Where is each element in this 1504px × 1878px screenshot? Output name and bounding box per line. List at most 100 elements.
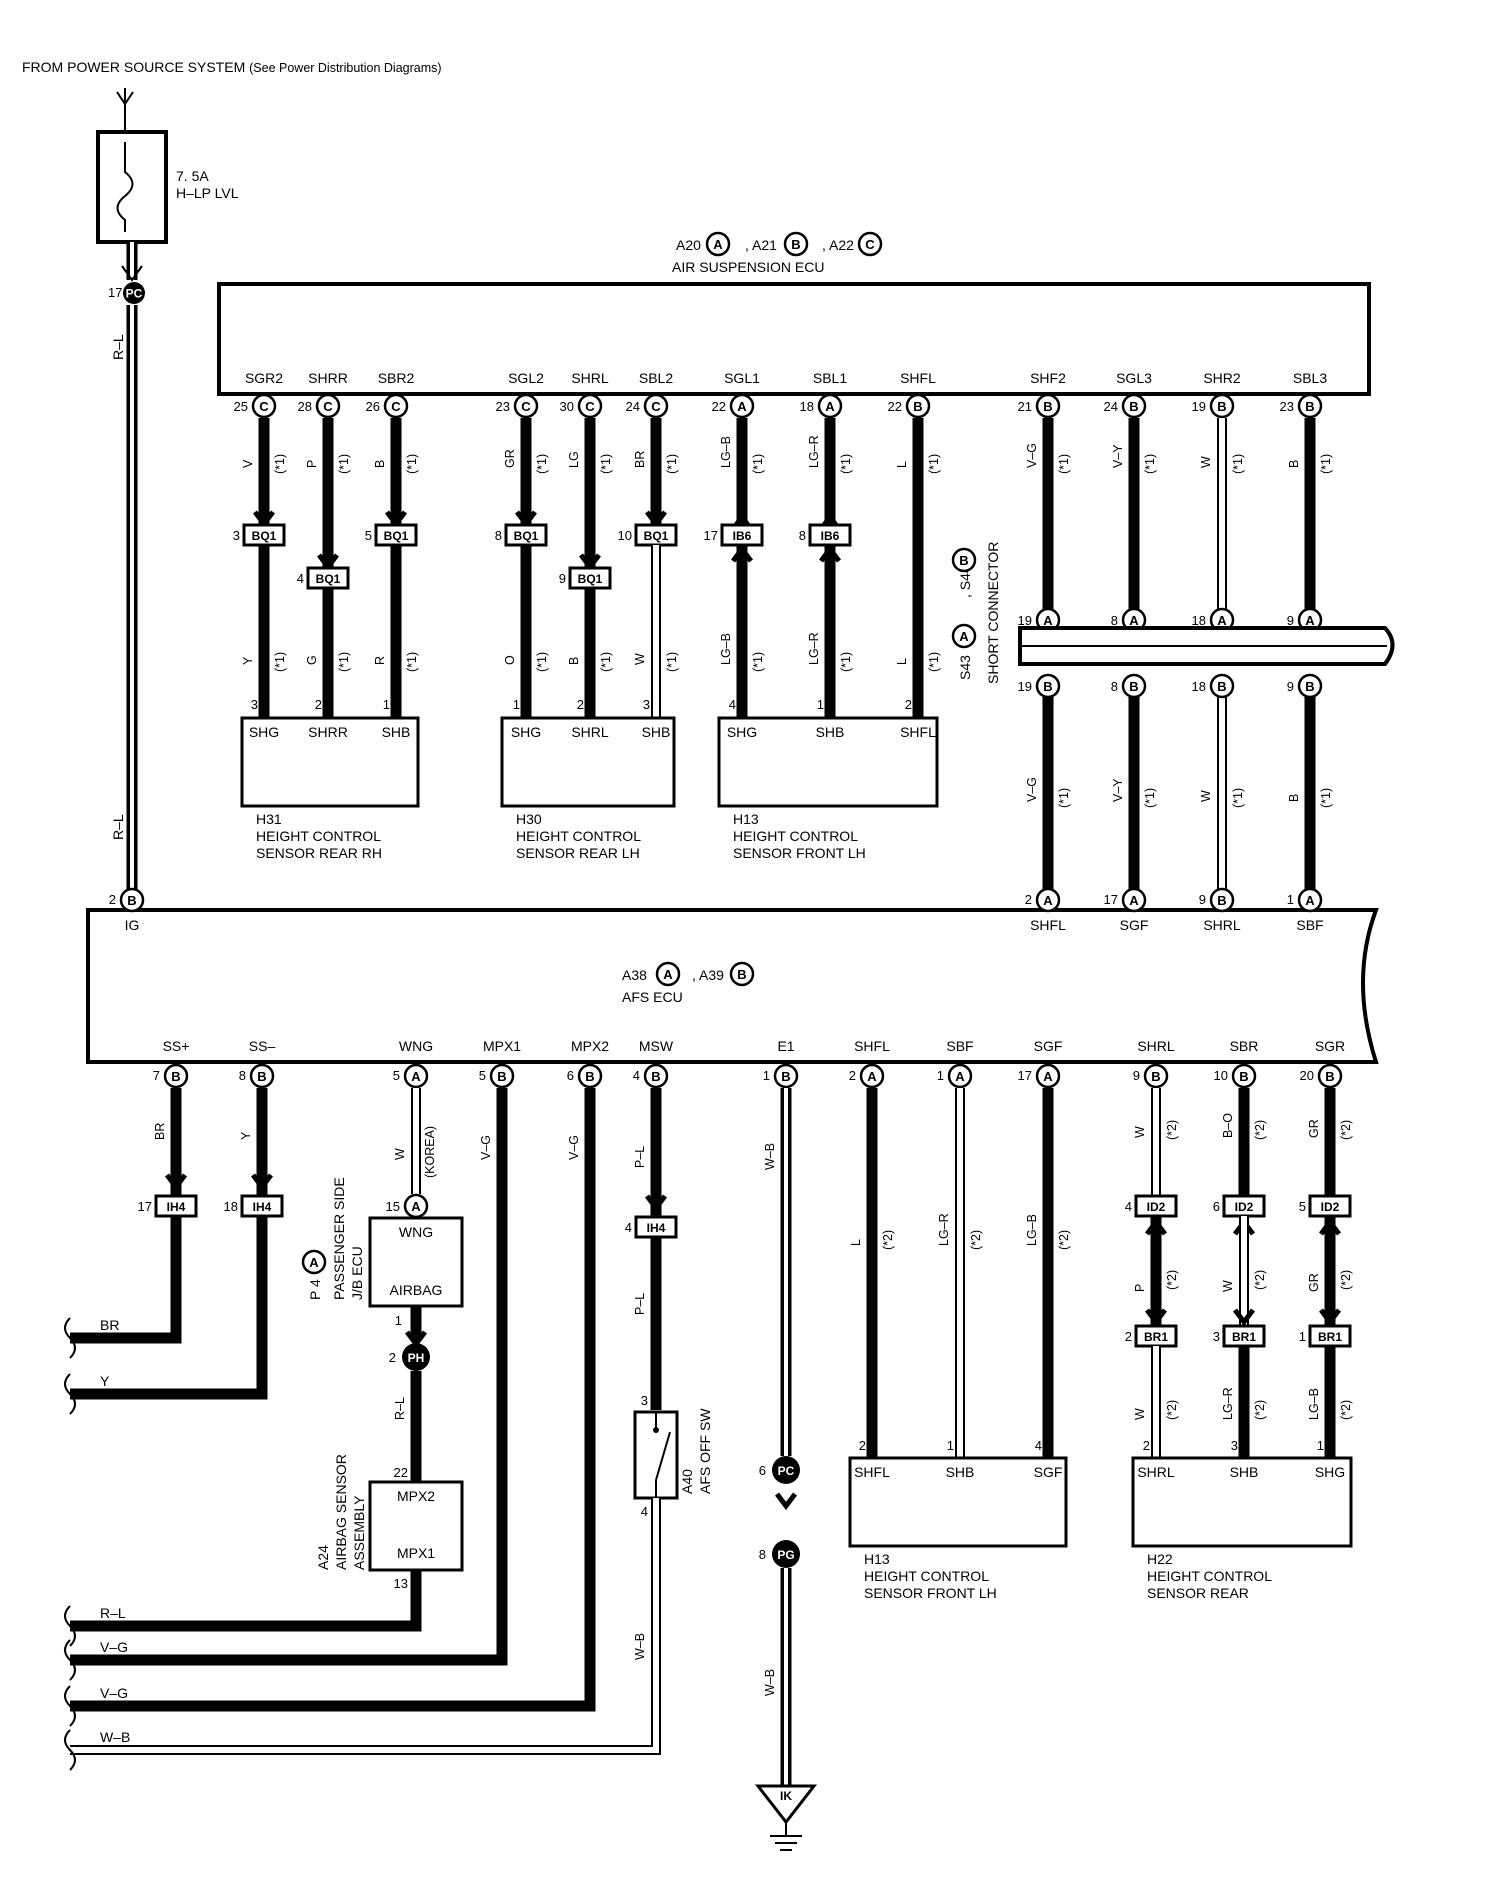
svg-text:2: 2 <box>1143 1438 1150 1453</box>
sensor-h22-lower <box>1131 1456 1353 1548</box>
afs-bottom-pin <box>249 1063 275 1089</box>
svg-text:C: C <box>323 399 333 414</box>
sensor-id: H31 <box>256 811 282 827</box>
terminal-sgr: SGR <box>1315 1038 1345 1054</box>
svg-text:(*1): (*1) <box>927 454 941 474</box>
switch-id: A40 <box>679 1469 695 1494</box>
svg-text:A: A <box>867 1069 877 1084</box>
svg-text:18: 18 <box>1192 613 1206 628</box>
svg-text:(KOREA): (KOREA) <box>423 1126 437 1178</box>
svg-text:C: C <box>391 399 401 414</box>
terminal-shfl: SHFL <box>1030 917 1066 933</box>
terminal-msw: MSW <box>639 1038 674 1054</box>
wire-color-label: W <box>393 1148 407 1160</box>
svg-text:A: A <box>1043 613 1053 628</box>
svg-text:15: 15 <box>386 1199 400 1214</box>
svg-text:8: 8 <box>799 528 806 543</box>
svg-text:8: 8 <box>1111 613 1118 628</box>
svg-text:(*1): (*1) <box>337 454 351 474</box>
afs-top-pin <box>1035 887 1061 913</box>
wire-color-label: GR <box>1307 1119 1321 1138</box>
terminal-ss-minus: SS– <box>249 1038 276 1054</box>
short-connector-ids: S43 <box>957 655 973 680</box>
terminal-sgl1: SGL1 <box>724 370 760 386</box>
svg-text:5: 5 <box>1299 1199 1306 1214</box>
svg-text:A: A <box>663 967 673 982</box>
svg-text:A: A <box>713 237 723 252</box>
wire-color-label: B <box>1287 794 1301 802</box>
svg-text:SENSOR REAR: SENSOR REAR <box>1147 1585 1249 1601</box>
svg-text:(*1): (*1) <box>1143 788 1157 808</box>
wire-color-label: O <box>503 655 517 665</box>
svg-text:SHB: SHB <box>1230 1464 1259 1480</box>
svg-text:23: 23 <box>496 399 510 414</box>
svg-text:5: 5 <box>479 1068 486 1083</box>
connector-pin-circle <box>383 393 409 419</box>
svg-text:4: 4 <box>297 571 304 586</box>
connector-pin-circle <box>513 393 539 419</box>
svg-text:4: 4 <box>1125 1199 1132 1214</box>
afs-bottom-pin <box>1143 1063 1169 1089</box>
switch-icon <box>655 1431 671 1481</box>
svg-text:HEIGHT CONTROL: HEIGHT CONTROL <box>733 828 858 844</box>
svg-text:HEIGHT CONTROL: HEIGHT CONTROL <box>516 828 641 844</box>
terminal-sgf: SGF <box>1034 1038 1063 1054</box>
svg-text:B: B <box>1305 399 1314 414</box>
svg-text:9: 9 <box>1199 892 1206 907</box>
wire-color-label: BR <box>153 1123 167 1140</box>
terminal-shrl: SHRL <box>571 370 609 386</box>
svg-text:(*1): (*1) <box>1319 454 1333 474</box>
svg-text:IB6: IB6 <box>821 529 840 543</box>
svg-text:28: 28 <box>298 399 312 414</box>
wire-color-label: B–O <box>1221 1113 1235 1138</box>
svg-text:17: 17 <box>138 1199 152 1214</box>
short-connector-title: SHORT CONNECTOR <box>985 542 1001 684</box>
wire-color-label: LG–R <box>937 1213 951 1246</box>
connector-pin-circle <box>1297 393 1323 419</box>
afs-ecu <box>86 908 1379 1064</box>
terminal-ig: IG <box>125 917 140 933</box>
svg-text:ID2: ID2 <box>1321 1200 1340 1214</box>
power-source-label: FROM POWER SOURCE SYSTEM (See Power Dist… <box>22 59 442 75</box>
terminal-sgl3: SGL3 <box>1116 370 1152 386</box>
svg-text:4: 4 <box>633 1068 640 1083</box>
afs-bottom-pin <box>643 1063 669 1089</box>
airbag-id: A24 <box>315 1545 331 1570</box>
svg-text:SHG: SHG <box>727 724 757 740</box>
terminal-shr2: SHR2 <box>1203 370 1241 386</box>
afs-top-pin <box>1121 887 1147 913</box>
svg-text:(*1): (*1) <box>1231 454 1245 474</box>
svg-text:5: 5 <box>365 528 372 543</box>
svg-text:BQ1: BQ1 <box>514 529 539 543</box>
wire-color-label: Y <box>239 1131 253 1140</box>
wire-color-label: V–G <box>479 1135 493 1160</box>
svg-text:A: A <box>1129 613 1139 628</box>
air-suspension-ecu-title: AIR SUSPENSION ECU <box>672 259 824 275</box>
arrow-down-icon <box>251 1173 273 1192</box>
svg-text:B: B <box>1043 399 1052 414</box>
terminal-wng: WNG <box>399 1038 433 1054</box>
connector-pin-circle <box>1035 393 1061 419</box>
svg-text:SHB: SHB <box>642 724 671 740</box>
svg-text:4: 4 <box>1035 1438 1042 1453</box>
afs-bottom-pin <box>1231 1063 1257 1089</box>
svg-text:(*1): (*1) <box>273 454 287 474</box>
svg-text:10: 10 <box>618 528 632 543</box>
svg-text:BQ1: BQ1 <box>384 529 409 543</box>
afs-ecu-title: AFS ECU <box>622 989 683 1005</box>
wire-color-label: B <box>373 460 387 468</box>
svg-text:(*1): (*1) <box>665 454 679 474</box>
sensor-h13 <box>717 716 939 808</box>
svg-text:SENSOR FRONT LH: SENSOR FRONT LH <box>733 845 866 861</box>
svg-text:18: 18 <box>800 399 814 414</box>
sensor-h13-lower <box>848 1456 1068 1548</box>
svg-text:J/B ECU: J/B ECU <box>349 1246 365 1300</box>
svg-text:3: 3 <box>641 1393 648 1408</box>
wire-color-label: V–G <box>1025 443 1039 468</box>
svg-text:AIRBAG SENSOR: AIRBAG SENSOR <box>333 1454 349 1570</box>
afs-bottom-pin <box>489 1063 515 1089</box>
svg-text:2: 2 <box>1025 892 1032 907</box>
afs-bottom-pin <box>577 1063 603 1089</box>
svg-text:A: A <box>955 1069 965 1084</box>
